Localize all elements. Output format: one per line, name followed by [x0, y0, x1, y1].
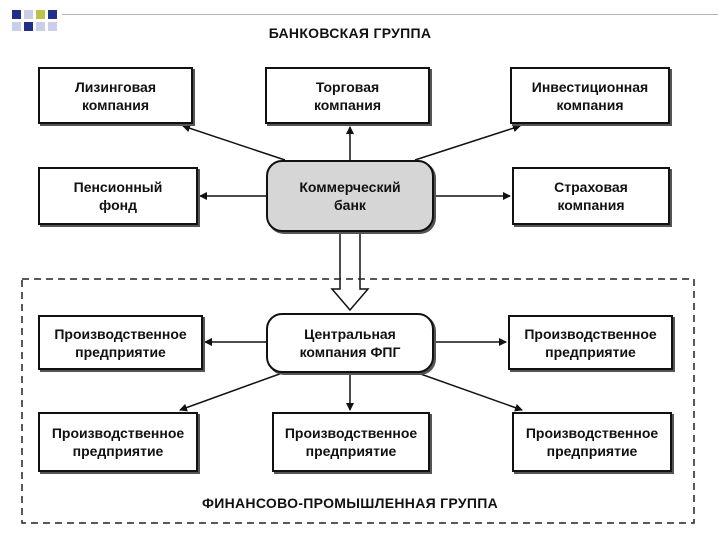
- fig-central-company-box: Центральная компания ФПГ: [266, 313, 434, 373]
- fig-boundary: [21, 278, 695, 524]
- leasing-company-box: Лизинговая компания: [38, 67, 193, 124]
- trading-company-box: Торговая компания: [265, 67, 430, 124]
- banking-group-title: БАНКОВСКАЯ ГРУППА: [268, 25, 432, 41]
- insurance-company-box: Страховая компания: [512, 167, 670, 225]
- decorative-top-line: [62, 14, 718, 15]
- fig-title: ФИНАНСОВО-ПРОМЫШЛЕННАЯ ГРУППА: [201, 495, 499, 511]
- enterprise-bottom-left: Производственное предприятие: [38, 412, 198, 472]
- arrow-to-investment: [414, 124, 521, 161]
- arrow-to-enterprise-bottom-left: [179, 371, 286, 412]
- arrow-to-enterprise-bottom-right: [414, 371, 523, 412]
- enterprise-bottom-center: Производственное предприятие: [272, 412, 430, 472]
- enterprise-bottom-right: Производственное предприятие: [512, 412, 672, 472]
- pension-fund-box: Пенсионный фонд: [38, 167, 198, 225]
- enterprise-mid-right: Производственное предприятие: [508, 315, 673, 370]
- arrow-to-leasing: [182, 124, 286, 161]
- commercial-bank-box: Коммерческий банк: [266, 160, 434, 232]
- investment-company-box: Инвестиционная компания: [510, 67, 670, 124]
- hollow-arrow-bank-to-fig: [330, 232, 370, 312]
- enterprise-mid-left: Производственное предприятие: [38, 315, 203, 370]
